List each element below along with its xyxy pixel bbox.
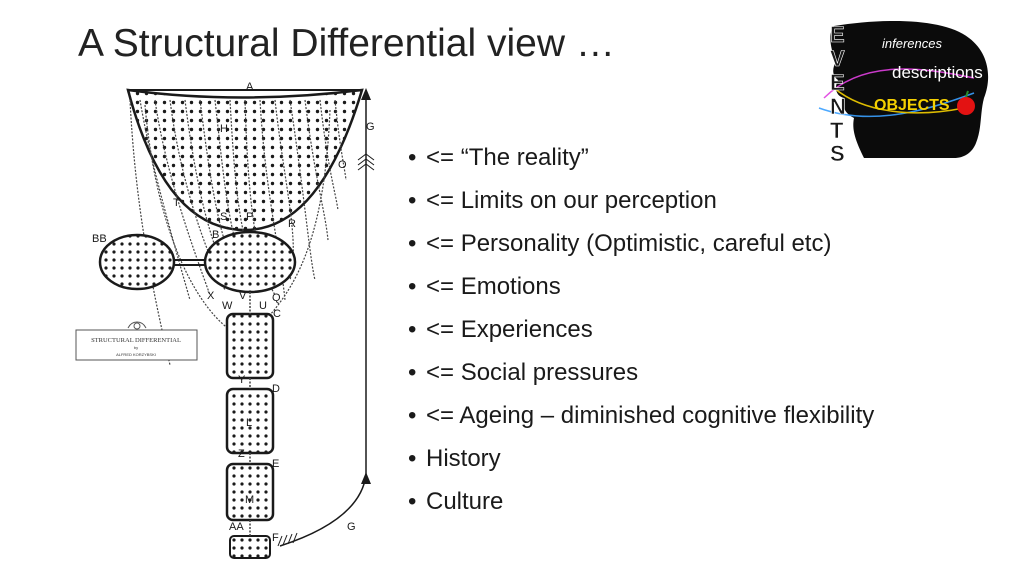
label-l: L — [246, 417, 252, 429]
apple-icon — [957, 90, 975, 115]
bullet-item: <= Emotions — [408, 265, 874, 308]
bullet-item: <= Experiences — [408, 308, 874, 351]
objects-word: OBJECTS — [874, 97, 950, 114]
head-silhouette — [830, 21, 989, 158]
label-q: Q — [272, 292, 281, 304]
label-b: B — [212, 229, 219, 241]
label-a: A — [246, 81, 254, 93]
level-labels — [225, 292, 275, 559]
label-m: M — [245, 494, 254, 506]
label-t: T — [173, 197, 180, 209]
label-v: V — [239, 290, 247, 302]
structural-differential-diagram: STRUCTURAL DIFFERENTIAL by ALFRED KORZYB… — [75, 81, 375, 559]
events-letter-4: N — [830, 94, 846, 119]
label-f: F — [272, 532, 279, 544]
plaque-title: STRUCTURAL DIFFERENTIAL — [91, 337, 181, 344]
label-o: O — [338, 159, 347, 171]
label-aa: AA — [229, 521, 244, 533]
label-y: Y — [238, 374, 246, 386]
plaque-by: by — [134, 345, 138, 350]
label-z: Z — [238, 448, 245, 460]
bb-disc — [98, 233, 205, 291]
bullet-item: <= Limits on our perception — [408, 179, 874, 222]
feedback-arrow — [277, 88, 375, 547]
label-p: P — [246, 211, 253, 223]
label-d: D — [272, 383, 280, 395]
bullet-item: Culture — [408, 480, 874, 523]
structural-differential-plaque: STRUCTURAL DIFFERENTIAL by ALFRED KORZYB… — [75, 321, 198, 361]
bullet-item: <= “The reality” — [408, 136, 874, 179]
label-g-top: G — [366, 121, 375, 133]
events-letter-1: E — [830, 22, 845, 47]
label-s: S — [220, 211, 227, 223]
label-r: R — [288, 218, 296, 230]
bullet-item: <= Social pressures — [408, 351, 874, 394]
bullet-item: <= Personality (Optimistic, careful etc) — [408, 222, 874, 265]
label-u: U — [259, 300, 267, 312]
descriptions-word: descriptions — [892, 63, 983, 82]
inferences-word: inferences — [882, 36, 942, 51]
label-c: C — [273, 308, 281, 320]
label-bb: BB — [92, 233, 107, 245]
plaque-author: ALFRED KORZYBSKI — [116, 352, 156, 357]
label-h: H — [220, 123, 228, 135]
bullet-list: <= “The reality” <= Limits on our percep… — [408, 136, 874, 523]
bullet-item: History — [408, 437, 874, 480]
events-letter-2: V — [830, 46, 845, 71]
label-g-bottom: G — [347, 521, 356, 533]
object-disc — [203, 230, 297, 294]
label-x: X — [207, 290, 215, 302]
events-letter-3: E — [830, 70, 845, 95]
label-w: W — [222, 300, 233, 312]
bullet-item: <= Ageing – diminished cognitive flexibi… — [408, 394, 874, 437]
label-e: E — [272, 458, 279, 470]
slide-title: A Structural Differential view … — [78, 22, 615, 65]
